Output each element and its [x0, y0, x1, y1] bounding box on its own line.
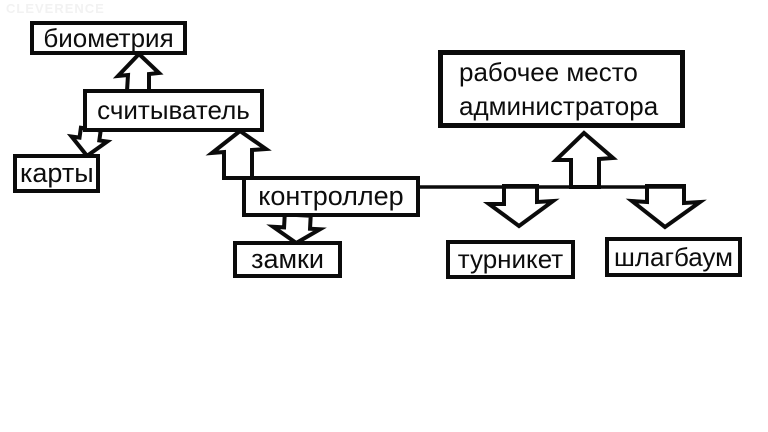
arrow-controller-to-reader	[205, 128, 272, 180]
arrow-controller-to-locks	[266, 212, 327, 246]
node-locks: замки	[233, 241, 342, 278]
node-controller: контроллер	[242, 176, 420, 217]
arrow-reader-to-biometrics	[112, 51, 164, 93]
node-biometrics: биометрия	[30, 21, 187, 55]
node-controller-label: контроллер	[258, 181, 404, 211]
node-turnstile: турникет	[446, 240, 575, 279]
node-reader-label: считыватель	[97, 95, 250, 125]
node-cards-label: карты	[20, 158, 94, 188]
watermark-text: CLEVERENCE	[6, 1, 105, 16]
node-barrier: шлагбаум	[605, 237, 742, 277]
node-reader: считыватель	[83, 89, 264, 132]
node-cards: карты	[13, 154, 100, 193]
arrow-line-to-barrier	[625, 184, 707, 230]
node-admin-workstation: рабочее место администратора	[438, 50, 685, 128]
node-admin-workstation-label-line2: администратора	[459, 91, 659, 121]
node-turnstile-label: турникет	[457, 244, 564, 274]
arrow-line-to-admin-workstation	[551, 130, 618, 189]
node-locks-label: замки	[251, 244, 324, 274]
node-biometrics-label: биометрия	[43, 22, 174, 53]
node-admin-workstation-label-line1: рабочее место	[459, 57, 638, 87]
node-barrier-label: шлагбаум	[613, 241, 734, 272]
arrow-line-to-turnstile	[482, 184, 560, 229]
